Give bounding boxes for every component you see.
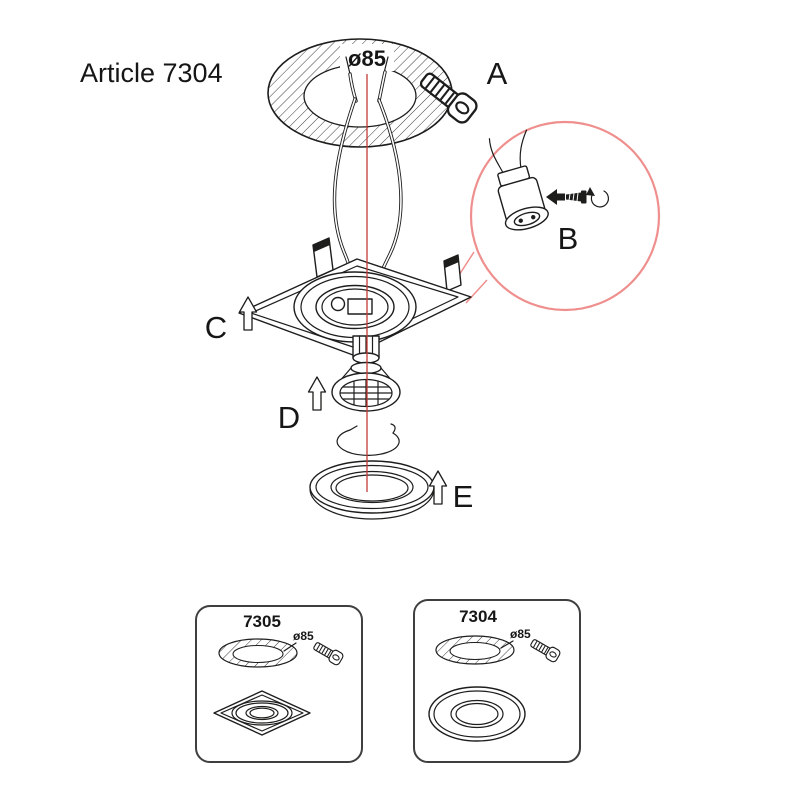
variant-card-7304: 7304 ø85 (413, 599, 581, 763)
socket-pin-hole (531, 214, 536, 220)
rotate-arrow-icon (590, 190, 609, 208)
trim-depth (309, 488, 435, 520)
bubble-leader-line (465, 279, 488, 304)
fixing-screw (546, 187, 609, 208)
gimbal-frame-c (238, 237, 472, 364)
detail-bubble-b: B (451, 120, 661, 312)
lamp-holder-stub (352, 335, 380, 364)
lamp-socket (488, 129, 549, 231)
left-arrow-icon (546, 189, 565, 205)
pivot-hole (330, 296, 346, 312)
page-title: Article 7304 (80, 58, 223, 88)
trim-opening (330, 470, 414, 504)
ceiling-cutout (267, 38, 453, 148)
mini-hole-diameter: ø85 (293, 629, 314, 643)
socket-window (347, 298, 373, 315)
round-downlight-front (428, 686, 526, 742)
trim-outer (309, 460, 435, 514)
trim-ring-e (309, 460, 435, 520)
up-arrow-icon (307, 376, 327, 411)
callout-d-label: D (278, 400, 300, 435)
bubble-circle (469, 120, 661, 312)
socket-pin-hole (518, 218, 523, 223)
socket-wire (519, 129, 528, 170)
callout-b-label: B (558, 221, 579, 256)
callout-e-label: E (453, 479, 474, 514)
variant-model: 7305 (243, 612, 281, 631)
callout-a-label: A (487, 56, 508, 91)
callout-c-label: C (205, 310, 227, 345)
halogen-lamp-d (331, 361, 401, 412)
lamp-facets (340, 379, 392, 407)
lamp-base (350, 361, 382, 375)
frame-spring-tab (312, 237, 334, 278)
screw-head (581, 190, 587, 204)
variant-card-7305: 7305 ø85 (195, 605, 363, 763)
square-downlight-front (213, 690, 311, 736)
mini-ceiling-hole (449, 642, 501, 660)
mini-ceiling-hole (232, 645, 284, 663)
leader-line (500, 640, 514, 649)
leader-line (283, 642, 297, 652)
hole-diameter-label: ø85 (348, 46, 386, 71)
frame-spring-tab (443, 254, 462, 292)
socket-wire (488, 138, 505, 175)
mini-hole-diameter: ø85 (510, 627, 531, 641)
wire-tip (345, 56, 351, 75)
label-backdrop (340, 44, 394, 71)
ceiling-hole (303, 64, 417, 128)
retaining-ring (336, 423, 400, 456)
variant-model: 7304 (459, 607, 497, 626)
power-wires (332, 56, 403, 293)
